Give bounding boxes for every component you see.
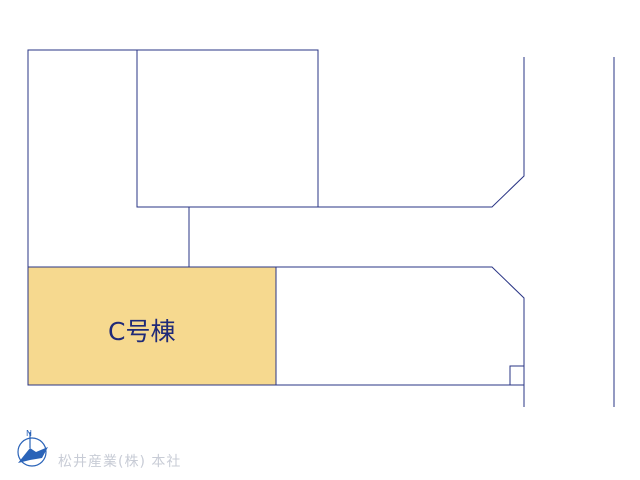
parcel-right-outline [276,266,525,386]
company-name: 松井産業(株) 本社 [58,454,181,470]
road-upper-edge [318,57,525,208]
north-arrow-icon: N [17,429,48,467]
parcel-upper-building [136,49,319,208]
parcel-left-outline [27,49,137,267]
north-label: N [26,429,32,438]
lot-c-highlight [27,266,277,386]
lot-c-label: C号棟 [108,317,175,346]
corner-marker [509,365,525,386]
